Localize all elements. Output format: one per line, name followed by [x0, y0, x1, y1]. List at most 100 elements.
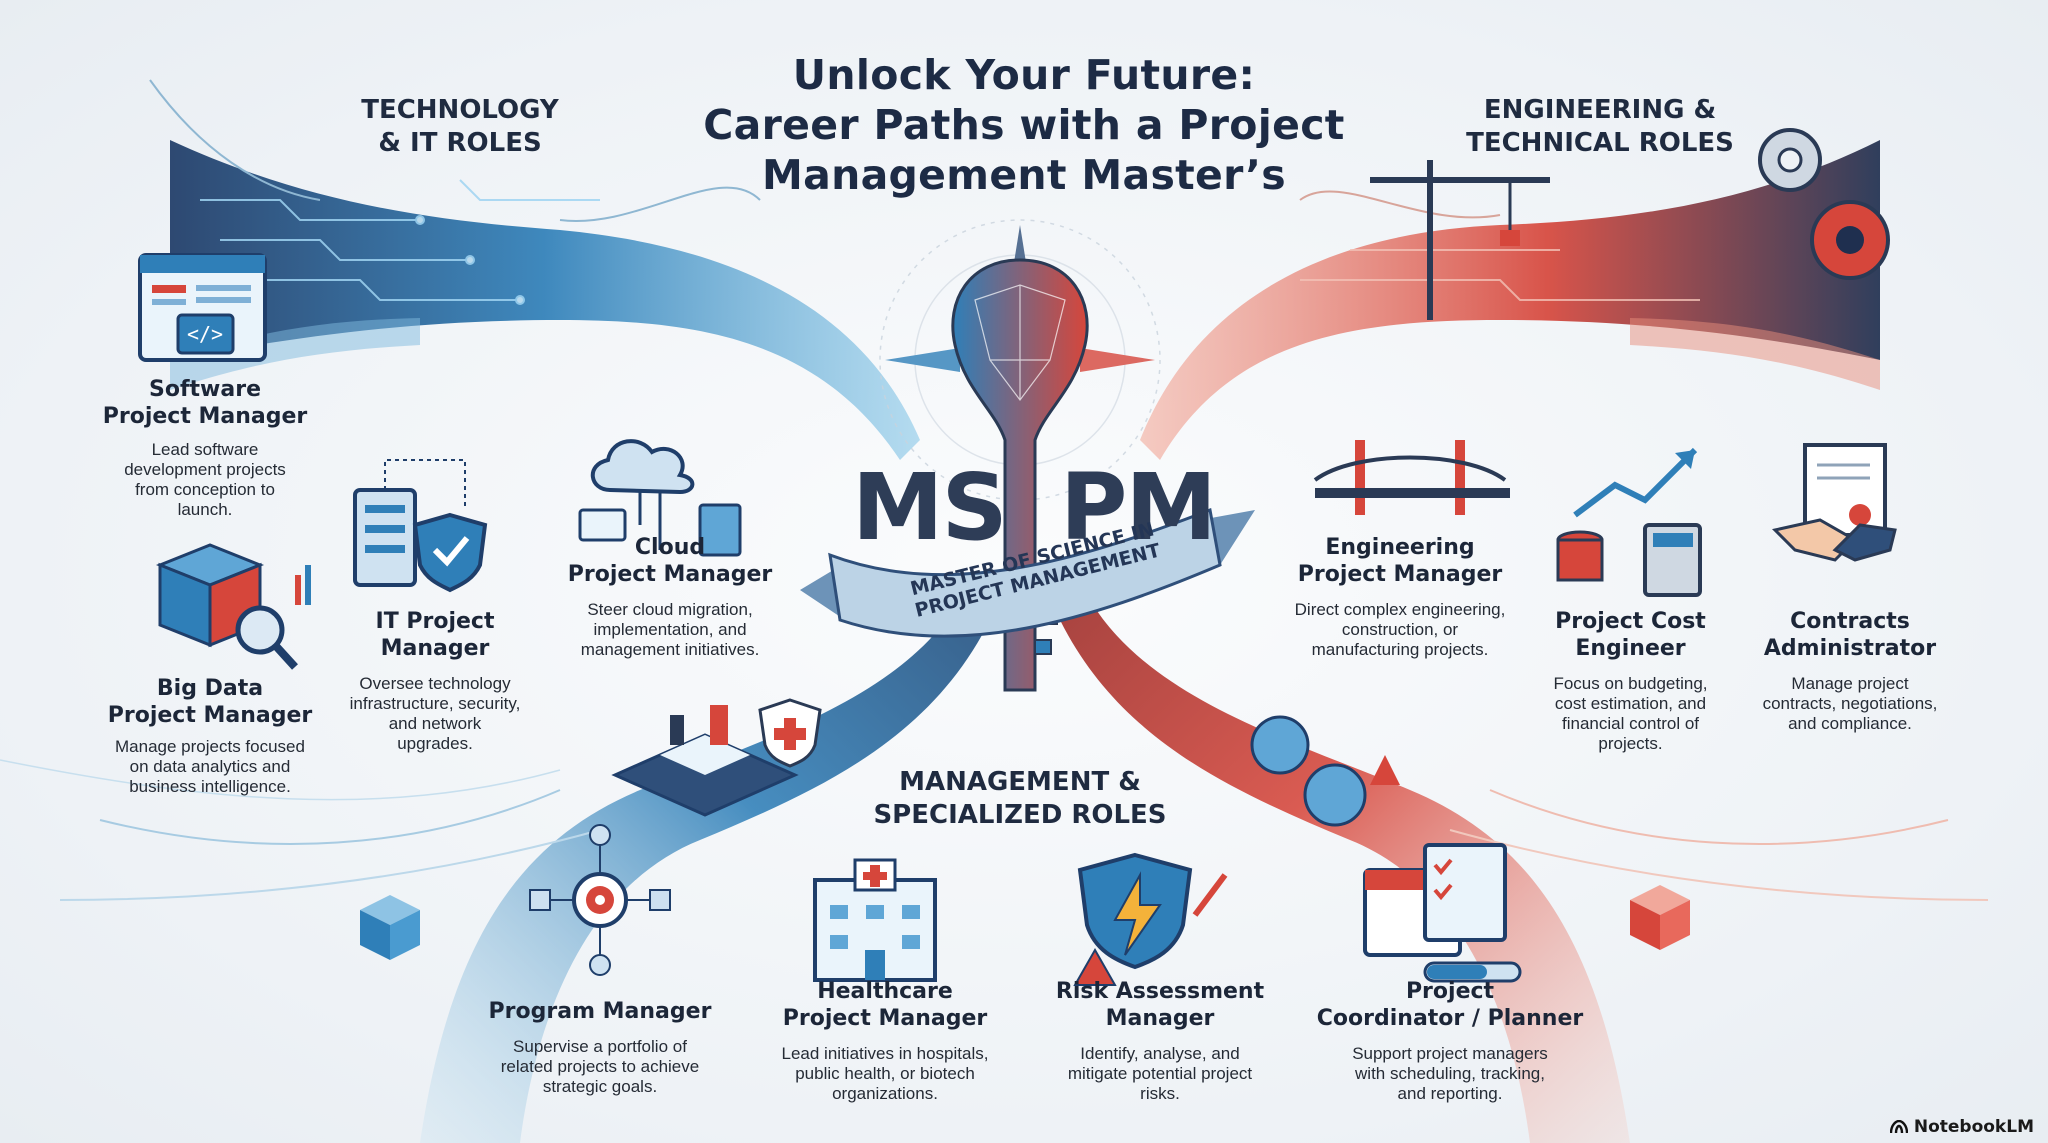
role-desc: public health, or biotech — [795, 1064, 975, 1083]
role-desc: Supervise a portfolio of — [513, 1037, 687, 1056]
role-desc: cost estimation, and — [1554, 694, 1707, 713]
role-desc: from conception to — [135, 480, 275, 499]
target-network-icon — [529, 824, 671, 976]
role-desc: implementation, and — [593, 620, 747, 639]
browser-code-icon: </> — [138, 253, 267, 362]
hospital-icon — [813, 858, 937, 982]
role-title: Healthcare — [817, 979, 953, 1004]
role-desc: infrastructure, security, — [349, 694, 521, 713]
bridge-icon — [1313, 440, 1510, 515]
role-coordinator: Project Coordinator / Planner Support pr… — [1300, 978, 1600, 1104]
role-title: Project Manager — [102, 404, 308, 429]
role-desc: related projects to achieve — [500, 1057, 700, 1076]
role-title: Project Manager — [107, 703, 313, 728]
notebooklm-icon — [1889, 1120, 1908, 1134]
role-title: Coordinator / Planner — [1316, 1006, 1584, 1031]
role-software-pm: Software Project Manager Lead software d… — [80, 376, 330, 520]
role-desc: on data analytics and — [129, 757, 291, 776]
role-desc: and network — [388, 714, 482, 733]
role-title: Administrator — [1763, 636, 1937, 661]
management-wave-left — [420, 600, 990, 1143]
role-desc: and compliance. — [1788, 714, 1912, 733]
notebooklm-logo: NotebookLM — [1889, 1117, 2034, 1137]
role-desc: mitigate potential project — [1067, 1064, 1253, 1083]
role-desc: Support project managers — [1352, 1044, 1548, 1063]
role-title: Project Cost — [1555, 609, 1706, 634]
role-desc: launch. — [177, 500, 233, 519]
svg-text:</>: </> — [187, 322, 223, 346]
role-program-manager: Program Manager Supervise a portfolio of… — [480, 998, 720, 1097]
role-desc: financial control of — [1561, 714, 1700, 733]
role-title: Project Manager — [567, 562, 773, 587]
role-contracts-admin: Contracts Administrator Manage project c… — [1740, 608, 1960, 734]
role-desc: risks. — [1140, 1084, 1180, 1103]
role-healthcare-pm: Healthcare Project Manager Lead initiati… — [750, 978, 1020, 1104]
server-shield-icon — [353, 459, 488, 593]
mspm-acronym-left: MS — [852, 454, 1008, 561]
page-title: Unlock Your Future: Career Paths with a … — [703, 51, 1345, 199]
chess-board-icon — [611, 705, 799, 817]
role-title: Engineer — [1575, 636, 1686, 661]
globe-icon — [1250, 715, 1400, 827]
role-desc: construction, or — [1341, 620, 1459, 639]
management-wave-right — [1060, 600, 1630, 1143]
cloud-network-icon — [578, 439, 742, 557]
calendar-checklist-icon — [1363, 843, 1522, 983]
role-desc: strategic goals. — [542, 1077, 658, 1096]
key-icon — [951, 258, 1089, 692]
role-title: IT Project — [375, 609, 495, 634]
cube-decoration-right — [1630, 885, 1690, 950]
role-title: Contracts — [1790, 609, 1910, 634]
role-desc: manufacturing projects. — [1311, 640, 1489, 659]
mspm-acronym-right: PM — [1060, 454, 1217, 561]
cost-chart-icon — [1556, 447, 1702, 597]
role-desc: Lead software — [151, 440, 259, 459]
role-engineering-pm: Engineering Project Manager Direct compl… — [1270, 534, 1530, 660]
role-desc: management initiatives. — [580, 640, 760, 659]
role-title: Program Manager — [488, 999, 712, 1024]
section-management: MANAGEMENT & SPECIALIZED ROLES — [873, 767, 1167, 830]
engineering-wave — [1140, 140, 1880, 460]
role-desc: with scheduling, tracking, — [1355, 1064, 1545, 1083]
role-big-data-pm: Big Data Project Manager Manage projects… — [85, 675, 335, 797]
role-desc: contracts, negotiations, — [1762, 694, 1938, 713]
role-cost-engineer: Project Cost Engineer Focus on budgeting… — [1528, 608, 1733, 754]
role-desc: and reporting. — [1397, 1084, 1503, 1103]
role-desc: Identify, analyse, and — [1080, 1044, 1240, 1063]
role-title: Engineering — [1325, 535, 1475, 560]
role-desc: organizations. — [832, 1084, 938, 1103]
role-desc: Direct complex engineering, — [1294, 600, 1506, 619]
brand-name: NotebookLM — [1913, 1117, 2034, 1137]
role-title: Project Manager — [782, 1006, 988, 1031]
role-desc: business intelligence. — [129, 777, 291, 796]
role-title: Cloud — [634, 535, 706, 560]
shield-cross-icon — [758, 698, 822, 768]
role-title: Manager — [1105, 1006, 1215, 1031]
role-cloud-pm: Cloud Project Manager Steer cloud migrat… — [555, 534, 785, 660]
role-risk-manager: Risk Assessment Manager Identify, analys… — [1040, 978, 1280, 1104]
gear-icon — [1758, 128, 1890, 280]
risk-shield-icon — [1073, 852, 1228, 986]
role-desc: projects. — [1598, 734, 1663, 753]
cube-decoration-left — [360, 895, 420, 960]
role-desc: development projects — [124, 460, 286, 479]
role-it-pm: IT Project Manager Oversee technology in… — [320, 608, 550, 754]
data-cube-icon — [155, 543, 311, 670]
role-desc: Oversee technology — [359, 674, 511, 693]
section-technology: TECHNOLOGY & IT ROLES — [361, 95, 559, 158]
role-desc: upgrades. — [397, 734, 473, 753]
crane-icon — [1370, 160, 1550, 320]
role-title: Software — [149, 377, 261, 402]
contract-handshake-icon — [1772, 443, 1897, 562]
role-title: Manager — [380, 636, 490, 661]
role-title: Risk Assessment — [1055, 979, 1265, 1004]
role-desc: Manage project — [1791, 674, 1909, 693]
role-title: Project Manager — [1297, 562, 1503, 587]
section-engineering: ENGINEERING & TECHNICAL ROLES — [1466, 95, 1734, 158]
role-desc: Lead initiatives in hospitals, — [781, 1044, 989, 1063]
role-title: Big Data — [156, 676, 264, 701]
role-desc: Focus on budgeting, — [1553, 674, 1708, 693]
ribbon — [800, 507, 1255, 638]
